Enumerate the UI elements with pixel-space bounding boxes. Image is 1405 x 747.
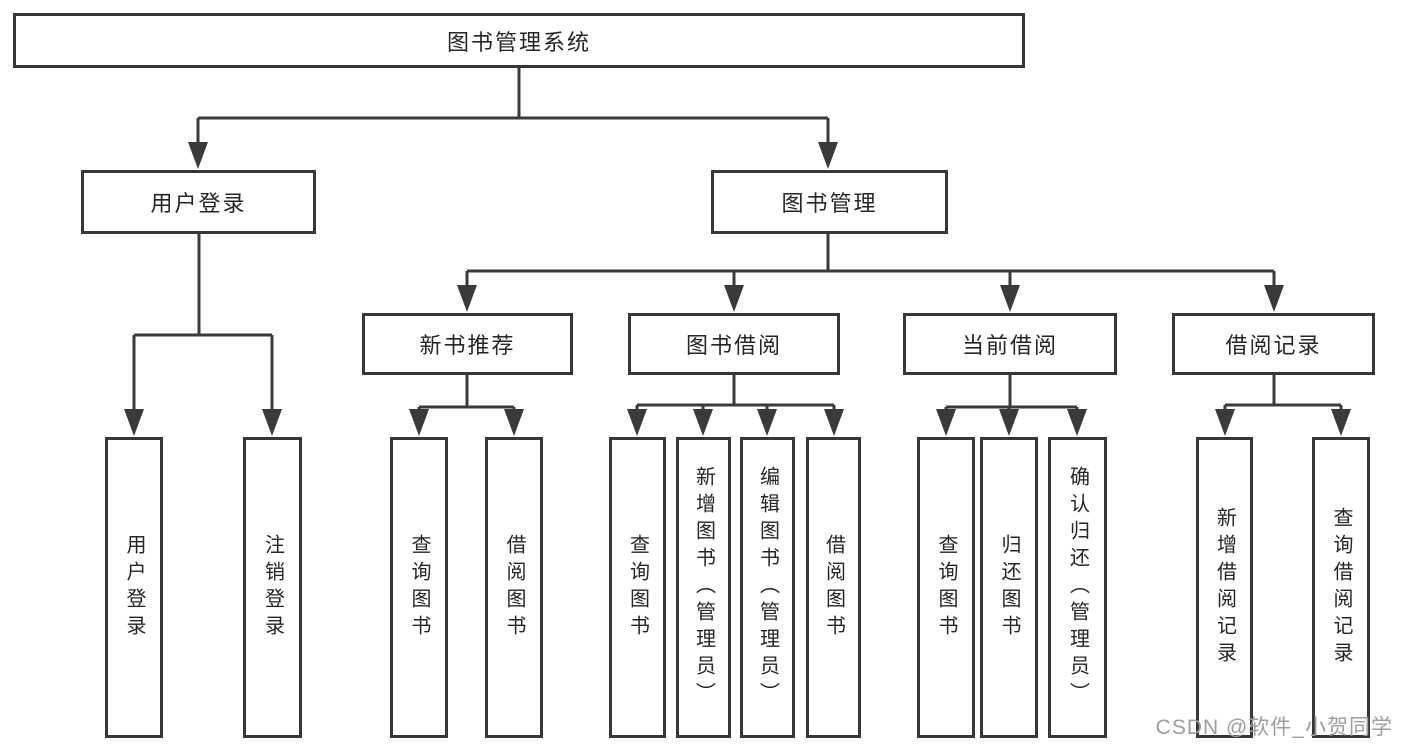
node-borrow-records: 借阅记录 [1172,313,1375,375]
node-book-borrow-label: 图书借阅 [685,333,782,358]
node-leaf-borrow-book-label: 借阅图书 [822,533,845,642]
node-leaf-logout: 注销登录 [243,437,302,738]
node-leaf-query-book-borrow: 查询图书 [609,437,666,738]
node-book-borrow: 图书借阅 [628,313,840,375]
node-leaf-edit-book-admin-label: 编辑图书（管理员） [756,466,779,709]
node-leaf-confirm-return-admin: 确认归还（管理员） [1048,437,1107,738]
node-user-login: 用户登录 [81,170,316,234]
node-current-borrow-label: 当前借阅 [961,333,1058,358]
node-leaf-add-borrow-record: 新增借阅记录 [1196,437,1253,738]
node-leaf-edit-book-admin: 编辑图书（管理员） [740,437,795,738]
node-root: 图书管理系统 [13,13,1025,68]
node-leaf-borrow-book: 借阅图书 [806,437,861,738]
node-leaf-logout-label: 注销登录 [261,533,284,642]
node-leaf-query-book-current: 查询图书 [917,437,975,738]
node-leaf-borrow-book-recommend-label: 借阅图书 [503,533,525,642]
node-leaf-query-book-recommend-label: 查询图书 [408,533,430,642]
node-leaf-add-borrow-record-label: 新增借阅记录 [1213,506,1236,669]
node-leaf-return-book-label: 归还图书 [998,533,1020,642]
node-leaf-add-book-admin-label: 新增图书（管理员） [692,466,715,709]
node-leaf-query-book-borrow-label: 查询图书 [626,533,649,642]
node-new-book-recommend-label: 新书推荐 [419,333,516,358]
node-leaf-borrow-book-recommend: 借阅图书 [485,437,543,738]
node-current-borrow: 当前借阅 [903,313,1117,375]
node-book-management: 图书管理 [711,170,948,234]
node-leaf-query-book-recommend: 查询图书 [390,437,448,738]
node-user-login-label: 用户登录 [150,191,247,216]
node-book-management-label: 图书管理 [781,191,878,216]
node-leaf-return-book: 归还图书 [980,437,1038,738]
node-leaf-add-book-admin: 新增图书（管理员） [676,437,731,738]
node-new-book-recommend: 新书推荐 [362,313,573,375]
node-borrow-records-label: 借阅记录 [1225,333,1322,358]
arrowhead-icons [124,142,1351,436]
node-leaf-query-book-current-label: 查询图书 [935,533,957,642]
node-leaf-user-login: 用户登录 [105,437,163,738]
node-leaf-confirm-return-admin-label: 确认归还（管理员） [1066,466,1089,709]
node-root-label: 图书管理系统 [446,29,591,55]
node-leaf-query-borrow-record-label: 查询借阅记录 [1330,506,1352,669]
node-leaf-user-login-label: 用户登录 [123,533,145,642]
node-leaf-query-borrow-record: 查询借阅记录 [1312,437,1370,738]
